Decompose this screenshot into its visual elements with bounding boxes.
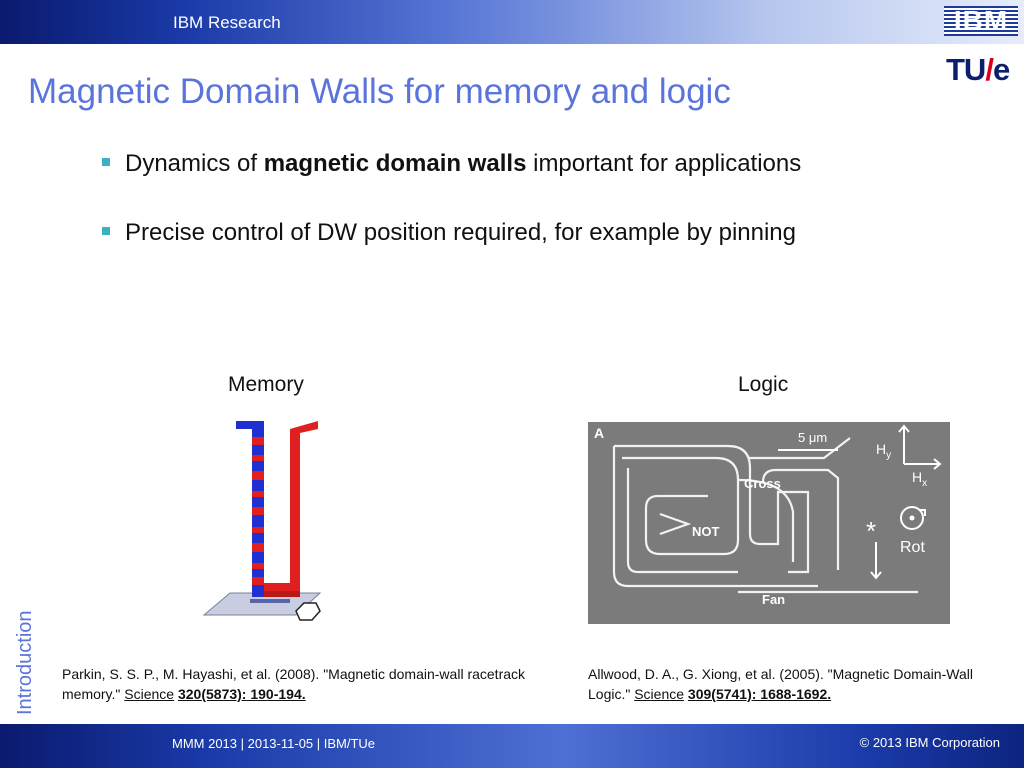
- section-label: Introduction: [14, 610, 36, 715]
- bullet-item: Precise control of DW position required,…: [100, 216, 830, 250]
- rotation-dot: [909, 515, 915, 521]
- hy-label: Hy: [876, 441, 891, 461]
- reference-text: Allwood, D. A., G. Xiong, et al. (2005).…: [588, 666, 973, 702]
- write-element-icon: [295, 602, 321, 621]
- domain-stripes: [252, 437, 264, 585]
- bullet-text-pre: Dynamics of: [125, 150, 264, 177]
- reference-journal: Science: [634, 686, 685, 702]
- bullet-list: Dynamics of magnetic domain walls import…: [100, 147, 830, 285]
- slide-title: Magnetic Domain Walls for memory and log…: [28, 72, 731, 111]
- reference-volume: 320(5873): 190-194.: [177, 686, 306, 702]
- reference-journal: Science: [124, 686, 175, 702]
- read-element: [250, 599, 290, 603]
- field-axes: [870, 424, 942, 580]
- reference-logic: Allwood, D. A., G. Xiong, et al. (2005).…: [588, 664, 1008, 704]
- star-label: *: [866, 516, 876, 546]
- figure-labels: A 5 μm Hy Hx Cross NOT Fan Rot *: [594, 425, 927, 607]
- rot-label: Rot: [900, 539, 925, 556]
- bullet-text-pre: Precise control of DW position required,…: [125, 219, 796, 246]
- substrate-plate: [202, 592, 322, 616]
- fan-label: Fan: [762, 592, 785, 607]
- footer-info: MMM 2013 | 2013-11-05 | IBM/TUe: [172, 736, 376, 751]
- hx-label: Hx: [912, 469, 927, 489]
- cross-label: Cross: [744, 476, 781, 491]
- nanowire-network: [612, 437, 918, 594]
- reference-volume: 309(5741): 1688-1692.: [687, 686, 832, 702]
- footer-copyright: © 2013 IBM Corporation: [859, 735, 1000, 750]
- ibm-logo: IBM: [944, 5, 1018, 36]
- scale-label: 5 μm: [798, 430, 827, 445]
- memory-label: Memory: [228, 373, 304, 396]
- not-label: NOT: [692, 524, 720, 539]
- reference-memory: Parkin, S. S. P., M. Hayashi, et al. (20…: [62, 664, 532, 704]
- footer-bar: MMM 2013 | 2013-11-05 | IBM/TUe © 2013 I…: [0, 724, 1024, 768]
- header-bar: IBM Research IBM: [0, 0, 1024, 44]
- domain-wall-logic-figure: A 5 μm Hy Hx Cross NOT Fan Rot *: [588, 422, 950, 624]
- micrograph-background: [588, 422, 950, 624]
- bullet-text-bold: magnetic domain walls: [263, 150, 527, 177]
- reference-text: Parkin, S. S. P., M. Hayashi, et al. (20…: [62, 666, 526, 702]
- panel-label: A: [594, 425, 604, 441]
- racetrack-memory-figure: [202, 421, 322, 621]
- tue-logo-text: TU/e: [946, 52, 1010, 87]
- bullet-text-post: important for applications: [526, 150, 802, 177]
- logic-label: Logic: [738, 373, 789, 396]
- racetrack-left-arm: [236, 421, 264, 597]
- racetrack-right-arm: [264, 421, 318, 597]
- bullet-item: Dynamics of magnetic domain walls import…: [100, 147, 830, 181]
- racetrack-bottom: [264, 591, 300, 597]
- ibm-logo-text: IBM: [953, 5, 1009, 36]
- bullet-marker-icon: [102, 158, 110, 166]
- bullet-marker-icon: [102, 227, 110, 235]
- org-label: IBM Research: [173, 13, 281, 32]
- tue-logo: TU/e: [946, 52, 1010, 88]
